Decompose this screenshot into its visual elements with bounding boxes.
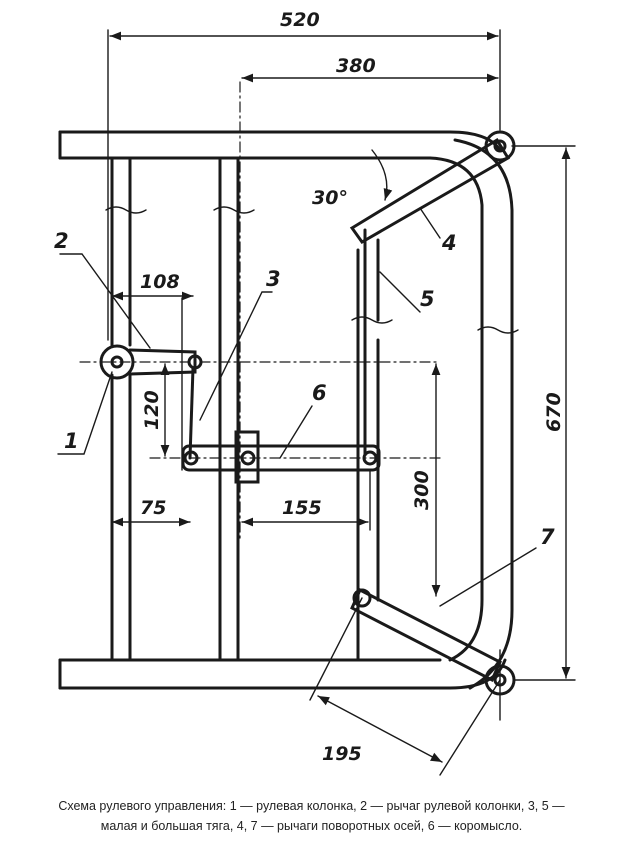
dim-155: 155	[282, 497, 322, 519]
leader-lines	[57, 207, 537, 607]
dimension-lines	[109, 31, 576, 776]
small-rod	[188, 366, 195, 460]
dim-120: 120	[141, 390, 163, 430]
dim-30-degrees: 30°	[312, 187, 348, 209]
dim-75: 75	[140, 497, 166, 519]
dim-108: 108	[140, 271, 180, 293]
part-label-2: 2	[54, 229, 69, 253]
dim-195: 195	[322, 743, 362, 765]
part-label-6: 6	[312, 381, 327, 405]
frame	[58, 130, 519, 690]
dim-380: 380	[336, 55, 376, 77]
mechanism	[99, 130, 516, 721]
dim-520: 520	[280, 9, 320, 31]
part-label-7: 7	[540, 525, 555, 549]
part-label-5: 5	[420, 287, 435, 311]
dim-670: 670	[543, 392, 565, 432]
caption-line-1: Схема рулевого управления: 1 — рулевая к…	[58, 799, 565, 813]
rocker	[181, 444, 381, 472]
part-label-3: 3	[266, 267, 281, 291]
dim-300: 300	[411, 470, 433, 510]
part-label-4: 4	[441, 231, 457, 255]
steering-column	[99, 344, 135, 380]
figure-caption: Схема рулевого управления: 1 — рулевая к…	[40, 796, 583, 836]
caption-line-2: малая и большая тяга, 4, 7 — рычаги пово…	[100, 819, 523, 833]
steering-schematic: 520 380 30° 108 120 75 155 300 670 195 1…	[54, 9, 576, 776]
part-label-1: 1	[64, 429, 79, 453]
lower-steering-arm	[350, 587, 502, 683]
